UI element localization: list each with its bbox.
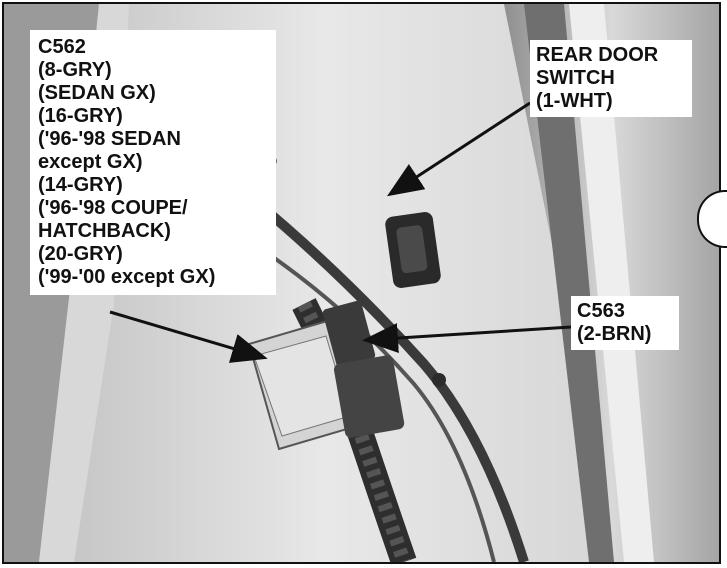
c562-line: (16-GRY) (38, 105, 123, 127)
c562-line: ('96-'98 SEDAN (38, 128, 181, 150)
c562-line: (SEDAN GX) (38, 82, 156, 104)
c562-line: C562 (38, 36, 86, 58)
c563-line: (2-BRN) (577, 323, 652, 345)
rear-door-switch-line: SWITCH (536, 67, 615, 89)
c562-line: (8-GRY) (38, 59, 112, 81)
rear-door-switch-label: REAR DOOR SWITCH (1-WHT) (530, 40, 692, 117)
c562-label: C562 (8-GRY) (SEDAN GX) (16-GRY) ('96-'9… (30, 30, 276, 295)
c562-line: ('96-'98 COUPE/ (38, 197, 188, 219)
c563-line: C563 (577, 300, 625, 322)
c562-line: ('99-'00 except GX) (38, 266, 216, 288)
c563-label: C563 (2-BRN) (571, 296, 679, 350)
c562-line: except GX) (38, 151, 143, 173)
c562-line: (20-GRY) (38, 243, 123, 265)
rear-door-switch-line: REAR DOOR (536, 44, 659, 66)
c562-line: (14-GRY) (38, 174, 123, 196)
c562-line: HATCHBACK) (38, 220, 171, 242)
rear-door-switch-line: (1-WHT) (536, 90, 613, 112)
